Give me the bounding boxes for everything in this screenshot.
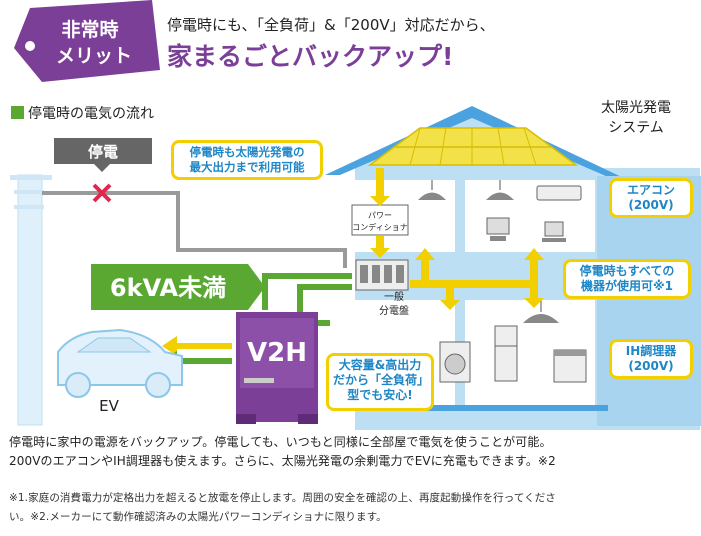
- callout-aircon: エアコン (200V): [609, 178, 693, 218]
- callout-ih-line1: IH調理器: [625, 344, 677, 358]
- cut-icon: [92, 183, 112, 203]
- tag-line2: メリット: [56, 45, 132, 67]
- refrigerator-icon: [494, 325, 518, 382]
- callout-full-load: 大容量&高出力 だから「全負荷」 型でも安心!: [326, 353, 434, 411]
- tag-line1: 非常時: [61, 18, 118, 41]
- washing-machine-icon: [439, 341, 471, 383]
- solar-system-label-line2: システム: [608, 120, 664, 136]
- callout-ih-line2: (200V): [628, 359, 674, 373]
- callout-aircon-line2: (200V): [628, 198, 674, 212]
- headline-main: 家まるごとバックアップ!: [167, 42, 453, 71]
- footnote-line1: ※1.家庭の消費電力が定格出力を超えると放電を停止します。周囲の安全を確認の上、…: [9, 492, 556, 504]
- headline-sub: 停電時にも、「全負荷」&「200V」対応だから、: [167, 16, 495, 34]
- car-icon: [57, 328, 183, 398]
- v2h-unit: [236, 312, 318, 424]
- callout-full-load-line2: だから「全負荷」: [333, 373, 430, 387]
- body-text: 停電時に家中の電源をバックアップ。停電しても、いつもと同様に全部屋で電気を使うこ…: [9, 433, 699, 471]
- ceiling-lamp-icon: [523, 300, 559, 323]
- capacity-badge: [91, 264, 265, 310]
- legend-swatch: [11, 106, 24, 119]
- outage-badge: [54, 138, 152, 164]
- computer-icon: [542, 221, 566, 242]
- utility-pole-icon: [10, 174, 52, 426]
- body-text-line1: 停電時に家中の電源をバックアップ。停電しても、いつもと同様に全部屋で電気を使うこ…: [9, 435, 552, 449]
- callout-full-load-line1: 大容量&高出力: [338, 358, 422, 372]
- callout-solar-max-line1: 停電時も太陽光発電の: [189, 145, 305, 159]
- legend-label: 停電時の電気の流れ: [28, 105, 154, 122]
- callout-ih-cooker: IH調理器 (200V): [609, 339, 693, 379]
- ev-label: EV: [99, 397, 119, 415]
- solar-system-label-line1: 太陽光発電: [601, 100, 671, 116]
- air-conditioner-icon: [536, 185, 582, 201]
- body-text-line2: 200VのエアコンやIH調理器も使えます。さらに、太陽光発電の余剰電力でEVに充…: [9, 454, 556, 468]
- callout-full-load-line3: 型でも安心!: [347, 388, 413, 402]
- footnotes: ※1.家庭の消費電力が定格出力を超えると放電を停止します。周囲の安全を確認の上、…: [9, 489, 699, 527]
- television-icon: [486, 217, 510, 241]
- callout-solar-max-output: 停電時も太陽光発電の 最大出力まで利用可能: [171, 140, 323, 180]
- panel-label-line1: 一般: [384, 290, 404, 303]
- v2h-label: V2H: [247, 338, 307, 368]
- power-conditioner: [351, 204, 409, 236]
- stove-icon: [553, 349, 587, 383]
- solar-panel-icon: [367, 127, 579, 166]
- grid-line: [42, 191, 347, 268]
- distribution-panel-icon: [355, 259, 409, 291]
- outage-label: 停電: [88, 143, 118, 161]
- panel-label-line2: 分電盤: [379, 304, 409, 317]
- capacity-label: 6kVA未満: [110, 274, 226, 302]
- callout-all-devices-line1: 停電時もすべての: [579, 264, 675, 278]
- ceiling-lamp-icon: [486, 180, 514, 200]
- callout-aircon-line1: エアコン: [626, 183, 675, 197]
- power-conditioner-label-line1: パワー: [368, 211, 392, 220]
- callout-all-devices: 停電時もすべての 機器が使用可※1: [563, 259, 691, 299]
- callout-all-devices-line2: 機器が使用可※1: [580, 279, 674, 293]
- yellow-flow-arrows: [162, 168, 544, 356]
- power-conditioner-label-line2: コンディショナ: [352, 222, 407, 232]
- ceiling-lamp-icon: [418, 180, 446, 200]
- merit-tag: [14, 0, 160, 82]
- callout-solar-max-line2: 最大出力まで利用可能: [189, 160, 305, 174]
- footnote-line2: い。※2.メーカーにて動作確認済みの太陽光パワーコンディショナに限ります。: [9, 511, 387, 523]
